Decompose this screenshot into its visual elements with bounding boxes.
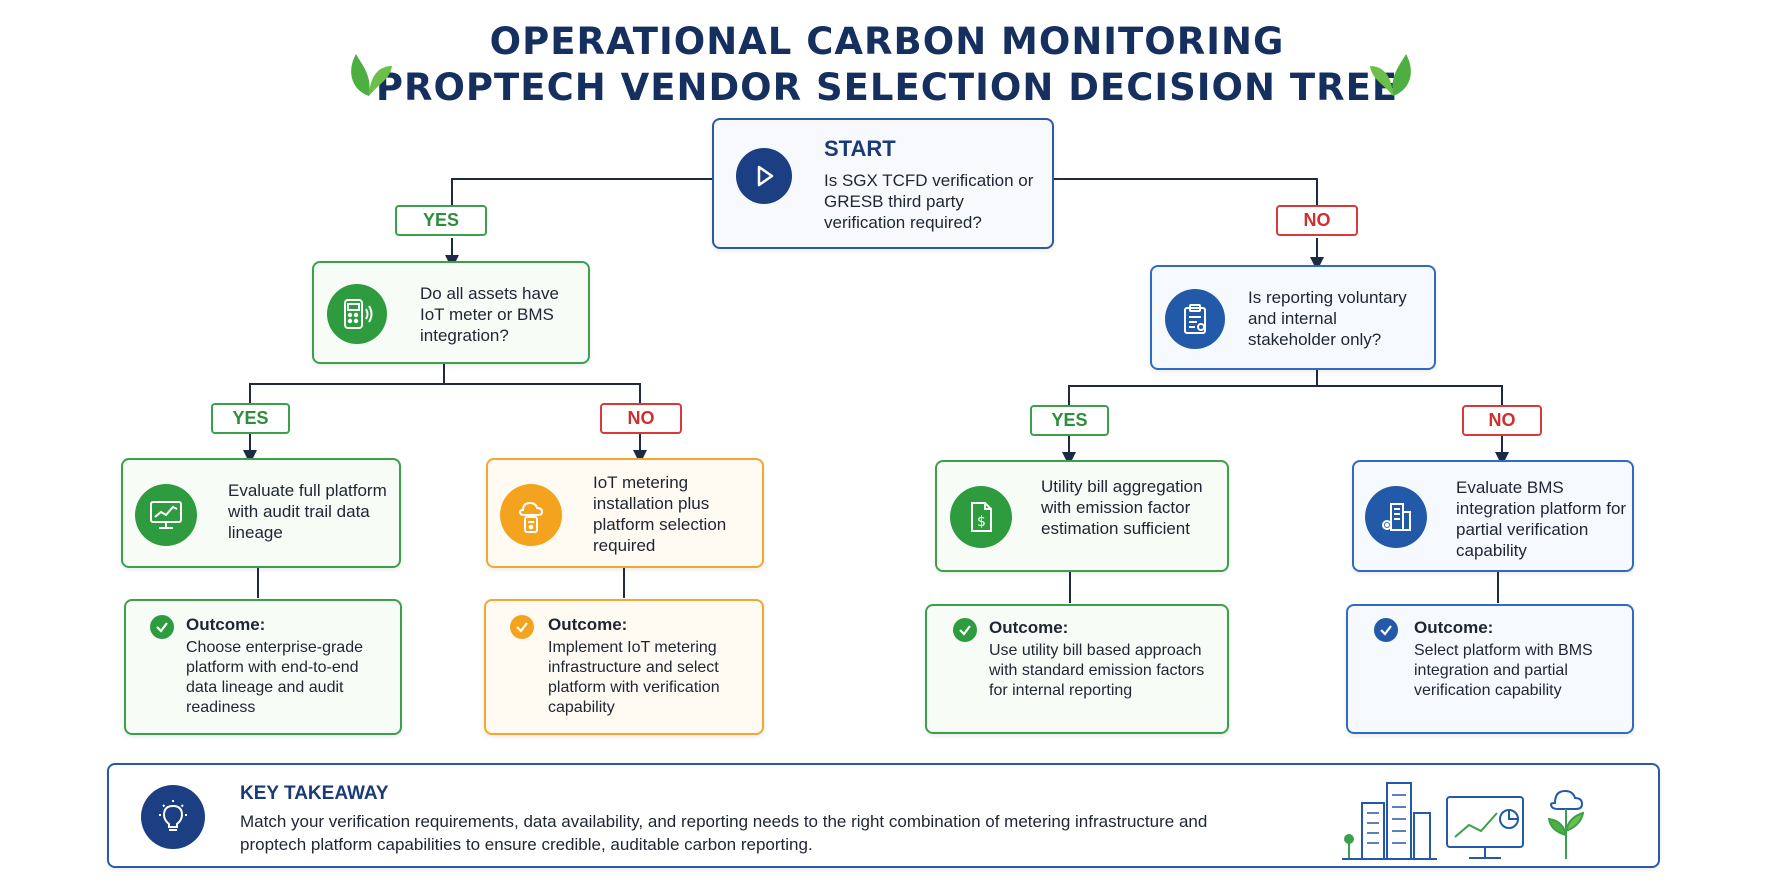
iot-install-text: IoT metering installation plus platform … xyxy=(593,473,727,555)
iot-question-box: Do all assets have IoT meter or BMS inte… xyxy=(312,261,590,364)
outcome-enterprise-box: Outcome: Choose enterprise-grade platfor… xyxy=(124,599,402,735)
cloud-device-icon xyxy=(500,484,562,546)
yes-label-start: YES xyxy=(395,205,487,236)
meter-icon xyxy=(327,284,387,344)
leaf-icon-left xyxy=(351,54,392,96)
outcome-utility: Outcome: Use utility bill based approach… xyxy=(989,617,1219,701)
outcome-utility-text: Use utility bill based approach with sta… xyxy=(989,642,1205,699)
outcome-implement-text: Implement IoT metering infrastructure an… xyxy=(548,639,720,716)
monitor-chart-icon xyxy=(135,484,197,546)
outcome-implement: Outcome: Implement IoT metering infrastr… xyxy=(548,614,748,718)
check-icon xyxy=(510,615,534,639)
start-box: START Is SGX TCFD verification or GRESB … xyxy=(712,118,1054,249)
yes-label-voluntary: YES xyxy=(1030,405,1109,436)
svg-text:$: $ xyxy=(977,514,986,530)
full-platform-box: Evaluate full platform with audit trail … xyxy=(121,458,401,568)
leaf-icon-right xyxy=(1370,54,1411,96)
outcome-label: Outcome: xyxy=(186,615,266,634)
outcome-utility-box: Outcome: Use utility bill based approach… xyxy=(925,604,1229,734)
outcome-enterprise-text: Choose enterprise-grade platform with en… xyxy=(186,639,363,716)
key-takeaway-box: KEY TAKEAWAY Match your verification req… xyxy=(107,763,1660,868)
bms-platform-box: Evaluate BMS integration platform for pa… xyxy=(1352,460,1634,572)
voluntary-question-text: Is reporting voluntary and internal stak… xyxy=(1248,288,1407,349)
outcome-label: Outcome: xyxy=(1414,618,1494,637)
outcome-label: Outcome: xyxy=(989,618,1069,637)
outcome-implement-box: Outcome: Implement IoT metering infrastr… xyxy=(484,599,764,735)
utility-bill-box: $ Utility bill aggregation with emission… xyxy=(935,460,1229,572)
start-heading: START xyxy=(824,136,896,161)
check-icon xyxy=(953,618,977,642)
no-label-voluntary: NO xyxy=(1462,405,1542,436)
outcome-bms-box: Outcome: Select platform with BMS integr… xyxy=(1346,604,1634,734)
title-line-1: OPERATIONAL CARBON MONITORING xyxy=(489,20,1285,63)
title-line-2: PROPTECH VENDOR SELECTION DECISION TREE xyxy=(375,66,1399,109)
city-dashboard-illustration xyxy=(1342,782,1585,860)
outcome-bms-text: Select platform with BMS integration and… xyxy=(1414,642,1593,699)
no-label-iot: NO xyxy=(600,403,682,434)
outcome-bms: Outcome: Select platform with BMS integr… xyxy=(1414,617,1614,701)
clipboard-icon xyxy=(1165,289,1225,349)
yes-label-iot: YES xyxy=(211,403,290,434)
iot-question-text: Do all assets have IoT meter or BMS inte… xyxy=(420,284,559,345)
outcome-enterprise: Outcome: Choose enterprise-grade platfor… xyxy=(186,614,391,718)
voluntary-question-box: Is reporting voluntary and internal stak… xyxy=(1150,265,1436,370)
lightbulb-icon xyxy=(141,785,205,849)
start-question: Is SGX TCFD verification or GRESB third … xyxy=(824,171,1034,232)
full-platform-text: Evaluate full platform with audit trail … xyxy=(228,481,387,542)
utility-bill-text: Utility bill aggregation with emission f… xyxy=(1041,477,1203,538)
invoice-dollar-icon: $ xyxy=(950,486,1012,548)
play-icon xyxy=(736,148,792,204)
check-icon xyxy=(150,615,174,639)
bms-platform-text: Evaluate BMS integration platform for pa… xyxy=(1456,478,1627,560)
iot-install-box: IoT metering installation plus platform … xyxy=(486,458,764,568)
takeaway-heading: KEY TAKEAWAY xyxy=(240,783,389,804)
building-gear-icon xyxy=(1365,486,1427,548)
check-icon xyxy=(1374,618,1398,642)
takeaway-text: Match your verification requirements, da… xyxy=(240,812,1208,854)
outcome-label: Outcome: xyxy=(548,615,628,634)
no-label-start: NO xyxy=(1276,205,1358,236)
